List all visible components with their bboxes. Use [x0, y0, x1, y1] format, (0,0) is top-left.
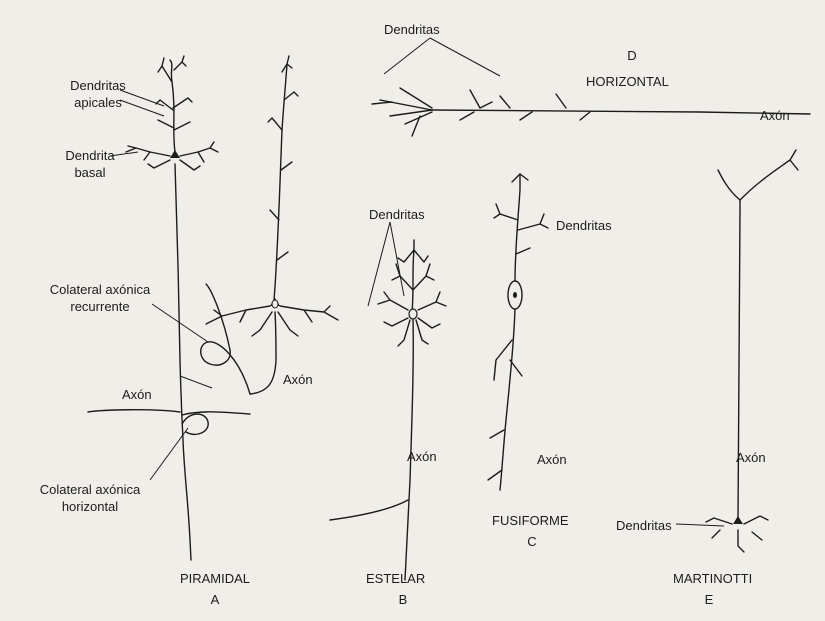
- label-letter-e: E: [704, 592, 714, 607]
- label-colateral-horizontal-2: horizontal: [61, 499, 119, 514]
- label-axon-martinotti: Axón: [736, 450, 766, 465]
- label-fusiforme: FUSIFORME: [492, 513, 569, 528]
- fusiform-neuron: [487, 173, 549, 491]
- label-dendrita-basal-2: basal: [74, 165, 106, 180]
- label-dendritas-top: Dendritas: [384, 22, 440, 37]
- label-letter-d: D: [627, 48, 637, 63]
- label-dendritas-apicales-2: apicales: [74, 95, 122, 110]
- label-piramidal: PIRAMIDAL: [179, 571, 251, 586]
- label-dendritas-apicales-1: Dendritas: [70, 78, 126, 93]
- label-letter-b: B: [398, 592, 408, 607]
- label-estelar: ESTELAR: [366, 571, 426, 586]
- label-letter-c: C: [527, 534, 537, 549]
- label-colateral-recurrente-1: Colateral axónica: [49, 282, 151, 297]
- pyramidal-neuron-small: [87, 55, 251, 561]
- label-colateral-recurrente-2: recurrente: [70, 299, 130, 314]
- label-horizontal: HORIZONTAL: [586, 74, 669, 89]
- label-axon-right: Axón: [760, 108, 790, 123]
- martinotti-neuron: [705, 149, 799, 553]
- label-dendrita-basal-1: Dendrita: [65, 148, 115, 163]
- horizontal-neuron: [371, 87, 811, 137]
- label-dendritas-martinotti: Dendritas: [616, 518, 672, 533]
- label-letter-a: A: [210, 592, 220, 607]
- pyramidal-neuron-large: [200, 55, 339, 395]
- label-martinotti: MARTINOTTI: [673, 571, 753, 586]
- stellate-neuron: [329, 239, 447, 581]
- label-dendritas-fusiforme: Dendritas: [556, 218, 612, 233]
- label-colateral-horizontal-1: Colateral axónica: [39, 482, 141, 497]
- label-axon-pyramidal-right: Axón: [283, 372, 313, 387]
- label-dendritas-estelar: Dendritas: [369, 207, 425, 222]
- label-axon-estelar: Axón: [407, 449, 437, 464]
- label-axon-fusiforme: Axón: [537, 452, 567, 467]
- label-axon-pyramidal-left: Axón: [122, 387, 152, 402]
